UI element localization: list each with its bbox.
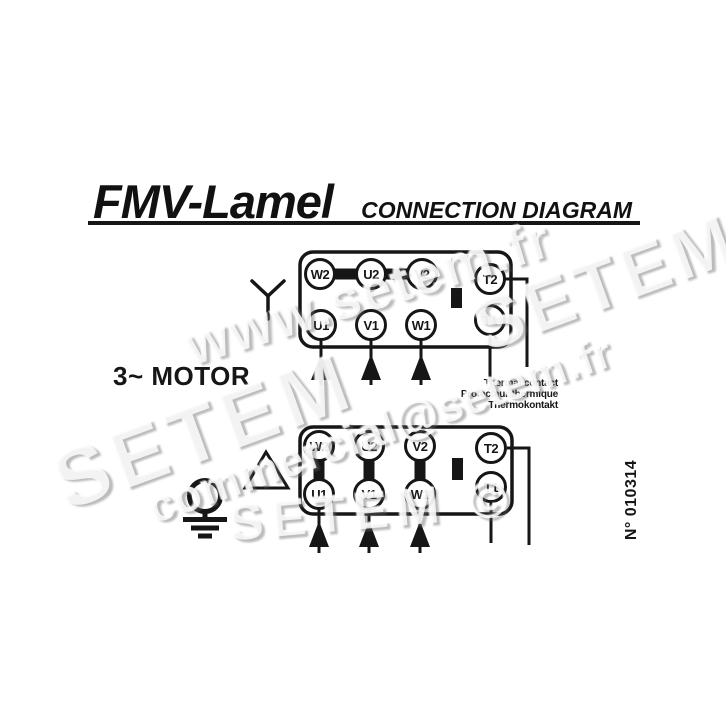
terminal-delta-t1: T1 <box>475 471 507 503</box>
terminal-block-key <box>451 288 462 308</box>
terminal-block-key <box>452 458 463 480</box>
page-title: CONNECTION DIAGRAM <box>361 197 632 223</box>
terminal-delta-t2: T2 <box>475 432 507 464</box>
terminal-delta-v1: V1 <box>353 478 385 510</box>
delta-connection-icon <box>242 449 291 490</box>
delta-supply-arrowheads <box>309 521 430 547</box>
terminal-delta-u2: U2 <box>353 430 385 462</box>
terminal-delta-u1: U1 <box>303 478 335 510</box>
earth-ground-icon <box>183 478 227 539</box>
delta-thermal-leads <box>489 446 531 545</box>
terminal-delta-v2: V2 <box>404 430 436 462</box>
star-connection-icon <box>250 279 286 321</box>
star-thermal-leads <box>488 277 529 382</box>
terminal-star-t1: T1 <box>474 304 506 336</box>
header-divider <box>88 221 640 225</box>
terminal-star-t2: T2 <box>474 263 506 295</box>
terminal-delta-w2: W2 <box>303 430 335 462</box>
terminal-star-u2: U2 <box>355 258 387 290</box>
thermal-contact-de: Thermokontakt <box>488 400 558 411</box>
terminal-delta-w1: W1 <box>404 478 436 510</box>
terminal-star-w1: W1 <box>405 309 437 341</box>
terminal-star-u1: U1 <box>305 309 337 341</box>
thermal-contact-fr: Protecteur thermique <box>460 389 558 400</box>
star-supply-arrowheads <box>311 354 431 380</box>
terminal-star-v2: V2 <box>406 258 438 290</box>
thermal-contact-en: Thermal contact <box>483 378 558 389</box>
star-terminal-box <box>298 250 529 385</box>
terminal-star-v1: V1 <box>355 309 387 341</box>
brand-title: FMV-Lamel <box>93 175 334 228</box>
motor-type-label: 3~ MOTOR <box>113 361 251 391</box>
terminal-star-w2: W2 <box>304 258 336 290</box>
thermal-contact-label: Thermal contact Protecteur thermique The… <box>428 378 558 411</box>
